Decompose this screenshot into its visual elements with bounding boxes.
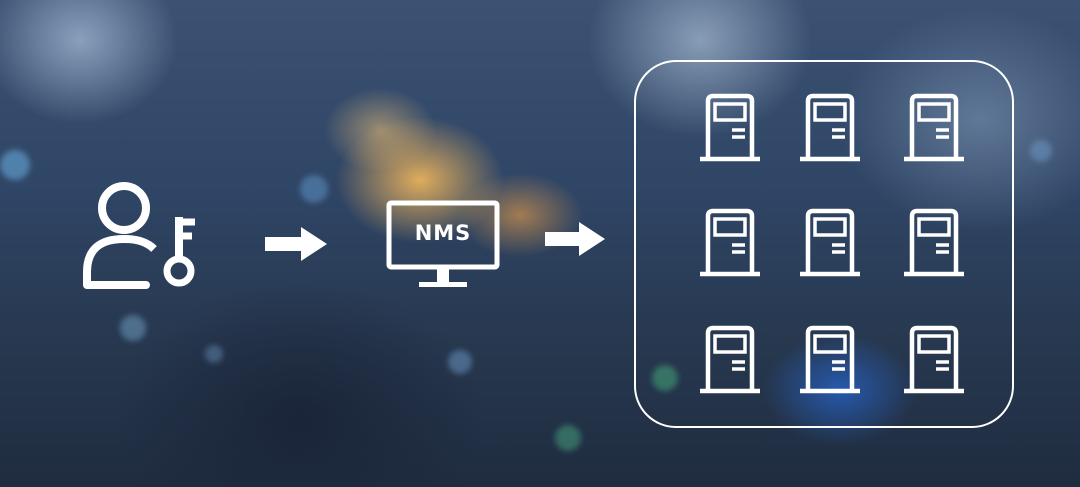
network-device-icon [800,208,860,278]
network-device-icon [700,208,760,278]
managed-devices-panel [634,60,1014,428]
bokeh-light [300,175,328,203]
nms-label: NMS [414,221,472,245]
monitor-icon [386,200,500,290]
arrow-right-icon [265,227,327,261]
network-device-icon [700,93,760,163]
bokeh-light [120,315,146,341]
user-key-icon [82,175,204,295]
network-device-icon [700,325,760,395]
bokeh-light [1030,140,1052,162]
bokeh-light [448,350,472,374]
network-device-icon [904,93,964,163]
bokeh-light [555,425,581,451]
bokeh-light [205,345,223,363]
arrow-right-icon [545,222,605,256]
network-device-icon [800,325,860,395]
bokeh-light [0,150,30,180]
network-device-icon [800,93,860,163]
network-device-icon [904,325,964,395]
network-device-icon [904,208,964,278]
